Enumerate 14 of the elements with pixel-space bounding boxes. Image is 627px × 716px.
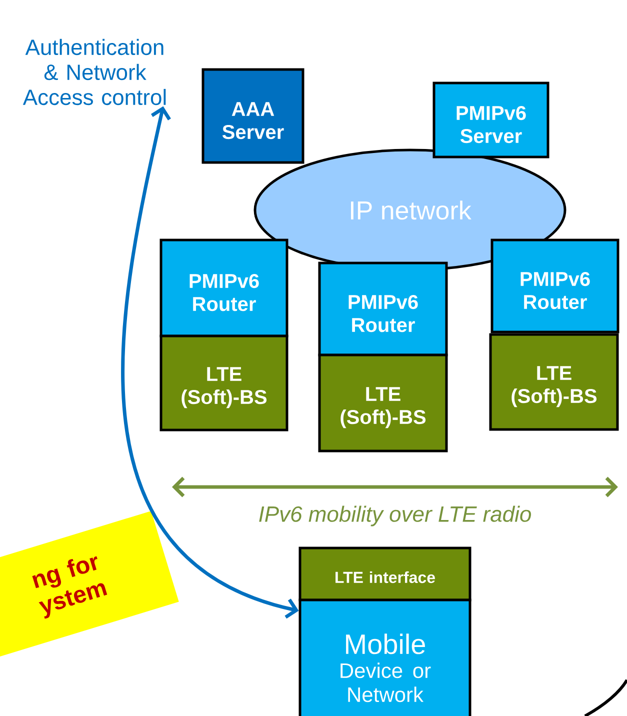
server-box: PMIPv6 Server bbox=[432, 82, 550, 158]
base-station-box: LTE (Soft)-BS bbox=[489, 333, 619, 431]
base-station-box: LTE (Soft)-BS bbox=[160, 334, 288, 432]
caption-text: IPv6 mobility over LTE radio bbox=[259, 506, 531, 526]
annotation-text: Authentication & Network Access control bbox=[22, 38, 166, 106]
device-box: Mobile Device or Network bbox=[298, 598, 472, 716]
base-station-box: LTE (Soft)-BS bbox=[318, 354, 448, 452]
sticky-note: ng for ystem bbox=[0, 510, 179, 670]
interface-box: LTE interface bbox=[298, 546, 472, 602]
router-box: PMIPv6 Router bbox=[160, 238, 288, 338]
router-box: PMIPv6 Router bbox=[318, 262, 448, 356]
arrow bbox=[121, 106, 299, 619]
server-box: AAA Server bbox=[202, 68, 304, 164]
router-box: PMIPv6 Router bbox=[490, 238, 620, 334]
